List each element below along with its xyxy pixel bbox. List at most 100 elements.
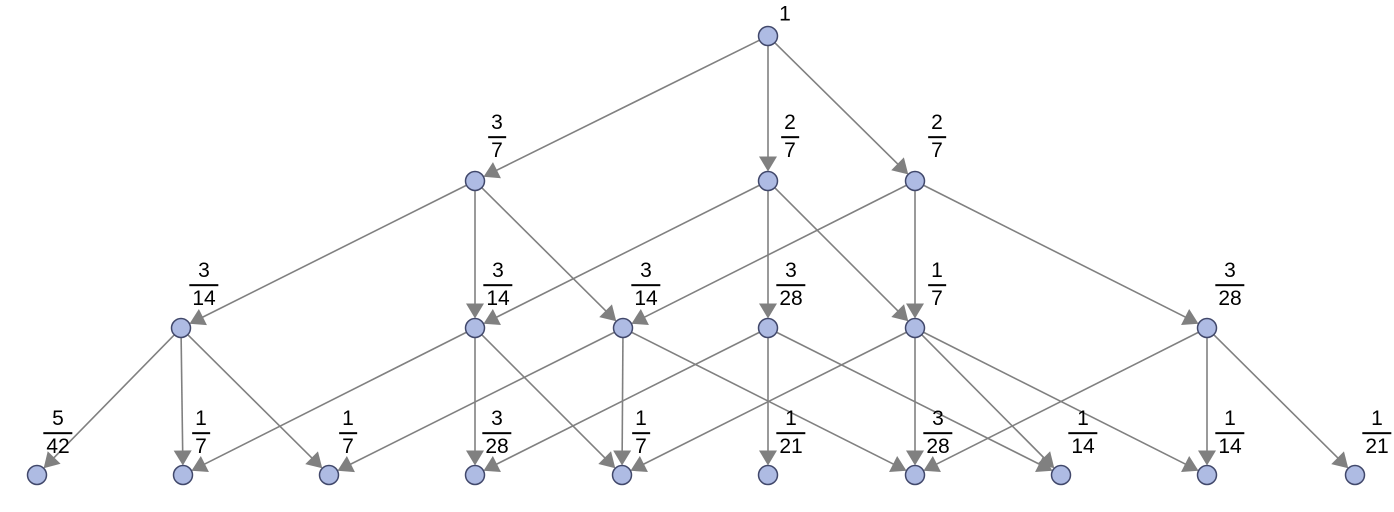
fraction-numerator: 1 bbox=[1371, 407, 1383, 431]
fraction-numerator: 2 bbox=[931, 111, 943, 135]
edge-arrowhead bbox=[1181, 308, 1199, 326]
edge-arrowhead bbox=[466, 303, 484, 319]
graph-node[interactable] bbox=[464, 464, 486, 486]
fraction-denominator: 14 bbox=[1071, 435, 1095, 458]
graph-node[interactable] bbox=[757, 464, 779, 486]
fraction-numerator: 1 bbox=[931, 259, 943, 283]
graph-edge bbox=[199, 184, 467, 320]
fraction-denominator: 21 bbox=[779, 435, 803, 458]
graph-node[interactable] bbox=[612, 317, 634, 339]
edge-arrowhead bbox=[630, 455, 648, 473]
edge-arrowhead bbox=[759, 303, 777, 319]
graph-edge bbox=[776, 331, 1043, 467]
graph-node[interactable] bbox=[464, 170, 486, 192]
fraction-bar bbox=[339, 432, 357, 434]
fraction-numerator: 5 bbox=[52, 407, 64, 431]
graph-node[interactable] bbox=[26, 464, 48, 486]
fraction-numerator: 1 bbox=[785, 407, 797, 431]
graph-node[interactable] bbox=[757, 25, 779, 47]
fraction-numerator: 3 bbox=[1224, 259, 1236, 283]
graph-node[interactable] bbox=[904, 317, 926, 339]
fraction-denominator: 14 bbox=[192, 287, 216, 310]
fraction-denominator: 28 bbox=[1218, 287, 1242, 310]
edge-arrowhead bbox=[759, 450, 777, 466]
edge-arrowhead bbox=[305, 451, 323, 469]
fraction-denominator: 14 bbox=[486, 287, 510, 310]
fraction-denominator: 28 bbox=[926, 435, 950, 458]
fraction-numerator: 1 bbox=[195, 407, 207, 431]
graph-edge bbox=[180, 337, 184, 454]
whole-number: 1 bbox=[779, 2, 791, 26]
edge-arrowhead bbox=[906, 450, 924, 466]
nodes-layer bbox=[26, 25, 1366, 486]
graph-node[interactable] bbox=[318, 464, 340, 486]
graph-node[interactable] bbox=[1050, 464, 1072, 486]
fraction-bar bbox=[776, 284, 806, 286]
fraction-bar bbox=[189, 284, 219, 286]
graph-edge bbox=[493, 184, 760, 320]
fraction-denominator: 7 bbox=[342, 435, 354, 458]
graph-edge bbox=[774, 187, 901, 314]
fraction-numerator: 3 bbox=[640, 259, 652, 283]
fraction-bar bbox=[928, 284, 946, 286]
edge-arrowhead bbox=[891, 304, 909, 322]
edge-arrowhead bbox=[483, 455, 501, 473]
graph-edge bbox=[774, 42, 901, 167]
edges-layer bbox=[43, 39, 1349, 473]
graph-node[interactable] bbox=[1196, 317, 1218, 339]
fraction-numerator: 3 bbox=[785, 259, 797, 283]
fraction-numerator: 1 bbox=[635, 407, 647, 431]
fraction-numerator: 1 bbox=[342, 407, 354, 431]
graph-node[interactable] bbox=[904, 170, 926, 192]
edge-arrowhead bbox=[189, 308, 207, 326]
fraction-denominator: 42 bbox=[46, 435, 70, 458]
fraction-denominator: 14 bbox=[634, 287, 658, 310]
fraction-bar bbox=[483, 284, 513, 286]
graph-node[interactable] bbox=[611, 464, 633, 486]
graph-edge bbox=[921, 334, 1047, 461]
fraction-numerator: 1 bbox=[1077, 407, 1089, 431]
graph-node[interactable] bbox=[170, 317, 192, 339]
fraction-bar bbox=[923, 432, 953, 434]
fraction-numerator: 3 bbox=[491, 111, 503, 135]
fraction-bar bbox=[776, 432, 806, 434]
fraction-denominator: 28 bbox=[779, 287, 803, 310]
edge-arrowhead bbox=[1037, 451, 1055, 469]
graph-node[interactable] bbox=[757, 317, 779, 339]
fraction-numerator: 3 bbox=[491, 407, 503, 431]
fraction-denominator: 7 bbox=[491, 139, 503, 162]
fraction-numerator: 3 bbox=[198, 259, 210, 283]
graph-edge bbox=[51, 334, 175, 461]
graph-node[interactable] bbox=[757, 170, 779, 192]
fraction-denominator: 7 bbox=[635, 435, 647, 458]
edge-arrowhead bbox=[759, 156, 777, 172]
graph-node[interactable] bbox=[1344, 464, 1366, 486]
edge-arrowhead bbox=[891, 157, 909, 175]
fraction-bar bbox=[1215, 432, 1245, 434]
graph-edge bbox=[481, 187, 609, 314]
fraction-denominator: 7 bbox=[784, 139, 796, 162]
fraction-denominator: 7 bbox=[931, 287, 943, 310]
graph-edge bbox=[923, 331, 1189, 467]
graph-node[interactable] bbox=[172, 464, 194, 486]
graph-node[interactable] bbox=[1196, 464, 1218, 486]
graph-node[interactable] bbox=[464, 317, 486, 339]
fraction-numerator: 3 bbox=[932, 407, 944, 431]
edge-arrowhead bbox=[173, 450, 192, 466]
fraction-denominator: 21 bbox=[1365, 435, 1389, 458]
edge-arrowhead bbox=[483, 308, 501, 326]
graph-node[interactable] bbox=[904, 464, 926, 486]
